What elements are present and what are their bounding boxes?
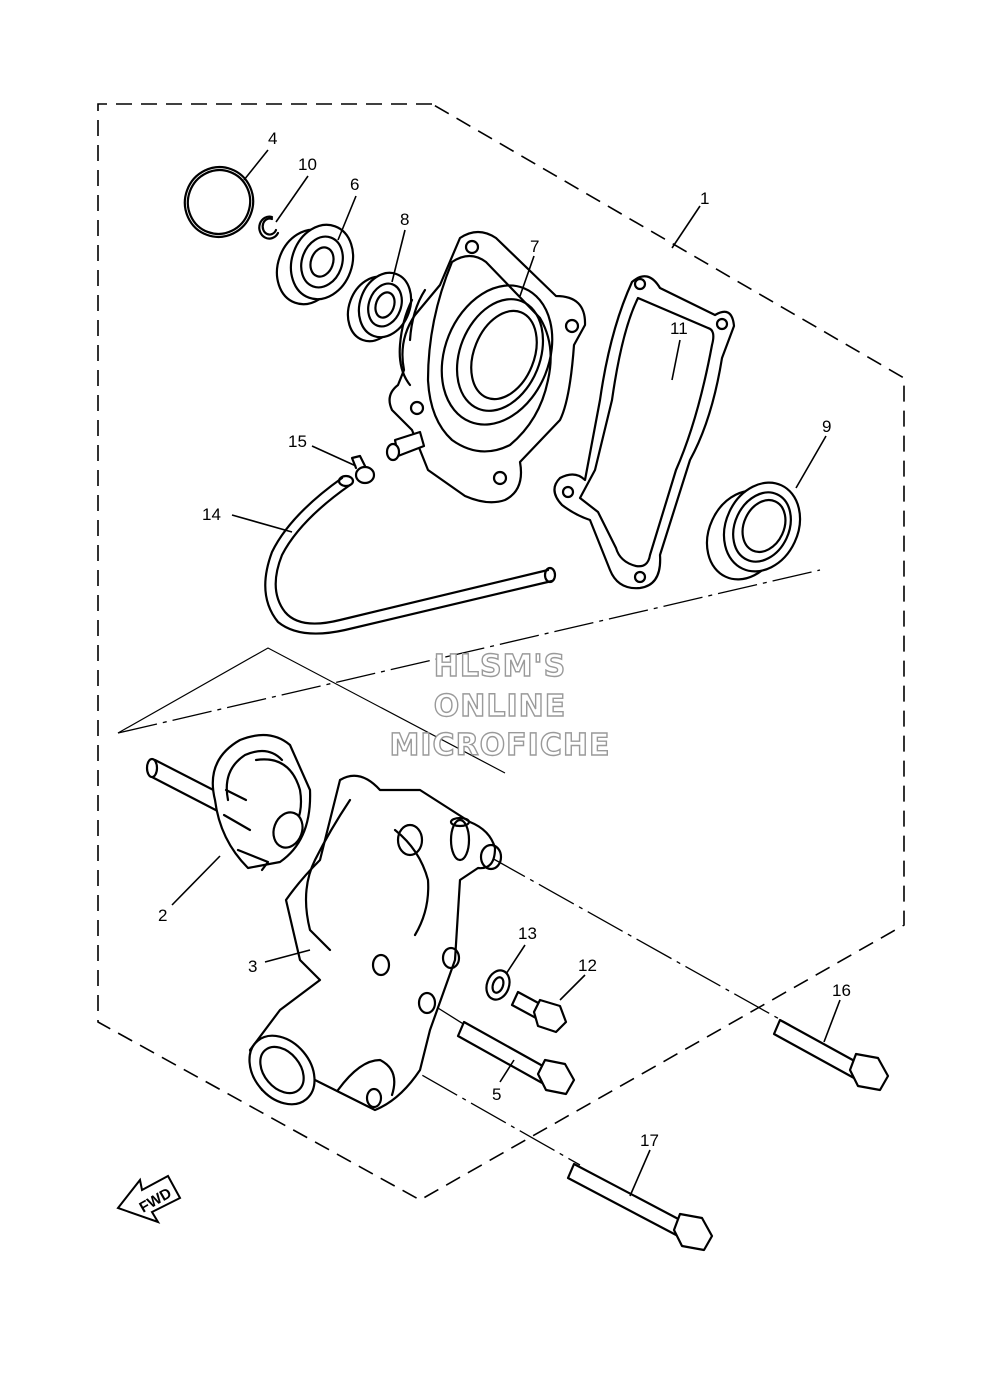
callout-5: 5: [492, 1085, 501, 1104]
callout-12: 12: [578, 956, 597, 975]
callout-9: 9: [822, 417, 831, 436]
bolt-12-part: [510, 990, 568, 1034]
bolt-16-part: [772, 1018, 890, 1092]
callout-13: 13: [518, 924, 537, 943]
leader-lines: [171, 149, 841, 1197]
watermark-line-3: MICROFICHE: [390, 728, 611, 763]
callout-16: 16: [832, 981, 851, 1000]
bolt-17-part: [566, 1162, 714, 1252]
arrow-forward-icon: FWD: [116, 1174, 182, 1224]
callout-10: 10: [298, 155, 317, 174]
callout-7: 7: [530, 237, 539, 256]
callout-4: 4: [268, 129, 277, 148]
gasket-part: [553, 275, 736, 590]
washer-part: [485, 969, 511, 1001]
callout-17: 17: [640, 1131, 659, 1150]
watermark: HLSM'S ONLINE MICROFICHE: [389, 648, 611, 763]
callout-15: 15: [288, 432, 307, 451]
watermark-line-2: ONLINE: [434, 689, 567, 724]
circlip-part: [258, 215, 280, 240]
impeller-shaft-part: [145, 733, 312, 872]
hose-part: [264, 474, 557, 635]
centerline-bolt-16: [489, 856, 791, 1026]
hose-clip-part: [350, 454, 376, 485]
bearing-6-part: [275, 223, 355, 306]
bearing-8-part: [346, 271, 413, 343]
callout-11: 11: [670, 319, 688, 338]
callout-labels: 1 2 3 4 5 6 7 8 9 10 11 12 13 14 15 16 1…: [158, 129, 851, 1150]
callout-2: 2: [158, 906, 167, 925]
callout-6: 6: [350, 175, 359, 194]
callout-3: 3: [248, 957, 257, 976]
housing-cover-part: [385, 230, 587, 504]
o-ring-part: [183, 166, 255, 238]
callout-14: 14: [202, 505, 221, 524]
callout-1: 1: [700, 189, 709, 208]
pump-housing-part: [248, 774, 503, 1112]
oil-seal-part: [705, 481, 802, 581]
watermark-line-1: HLSM'S: [434, 649, 566, 684]
callout-8: 8: [400, 210, 409, 229]
centerline-upper: [117, 569, 821, 734]
centerline-plane: [117, 647, 506, 774]
bolt-5-part: [456, 1020, 576, 1096]
assembly-boundary: [97, 103, 905, 1201]
